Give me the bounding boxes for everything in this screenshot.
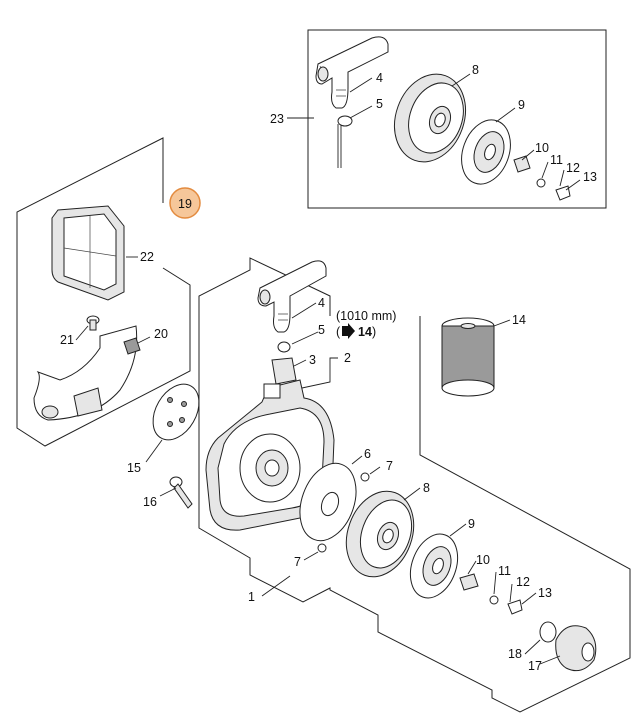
callout-19-highlighted[interactable]: 19 (169, 187, 201, 219)
pawl-disc-main (409, 533, 459, 599)
label-15: 15 (127, 461, 141, 475)
screw-21-part (86, 315, 100, 331)
handle-part-main (257, 260, 327, 333)
handle-part-top (315, 36, 389, 109)
parts-17-18 (539, 621, 597, 672)
gasket-15-part (152, 383, 200, 441)
rope-length-text: (1010 mm) (336, 309, 396, 323)
air-filter-part (51, 205, 125, 301)
label-19[interactable]: 19 (178, 197, 192, 211)
screw-7-upper (360, 472, 370, 482)
rope-stub-top (337, 115, 353, 168)
screw-7-lower (317, 543, 327, 553)
label-16: 16 (143, 495, 157, 509)
leader-lines (75, 73, 581, 665)
rope-ref-open: ( (336, 325, 341, 339)
small-parts-main (459, 573, 523, 615)
label-6: 6 (364, 447, 371, 461)
label-1: 1 (248, 590, 255, 604)
bolt-16-part (169, 476, 193, 509)
arrow-right-icon (342, 323, 355, 339)
label-13-main: 13 (538, 586, 552, 600)
label-9-top: 9 (518, 98, 525, 112)
label-22: 22 (140, 250, 154, 264)
label-20: 20 (154, 327, 168, 341)
label-11-top: 11 (550, 153, 563, 167)
label-5-top: 5 (376, 97, 383, 111)
label-4-top: 4 (376, 71, 383, 85)
rope-spool-14-part (441, 317, 495, 397)
filter-cover-part (33, 325, 141, 421)
callout-labels: 23 4 5 8 9 10 11 12 13 22 21 20 15 16 4 … (60, 63, 597, 673)
group-frame-1 (198, 257, 631, 713)
label-4-main: 4 (318, 296, 325, 310)
label-17: 17 (528, 659, 542, 673)
group-frame-19 (16, 137, 191, 447)
spring-disc-6-part (299, 462, 357, 542)
rope-ref-close: ) (372, 325, 376, 339)
highlight-circle[interactable] (169, 187, 201, 219)
label-18: 18 (508, 647, 522, 661)
group-frame-23 (307, 29, 607, 209)
label-9-main: 9 (468, 517, 475, 531)
rotor-part-top (394, 73, 466, 163)
label-8-main: 8 (423, 481, 430, 495)
grommet-part-main (271, 341, 297, 385)
label-12-main: 12 (516, 575, 530, 589)
starter-housing-part (205, 379, 335, 531)
label-21: 21 (60, 333, 74, 347)
pawl-disc-top (461, 119, 511, 185)
rope-length-note: (1010 mm) ( 14 ) (336, 309, 396, 339)
label-13-top: 13 (583, 170, 597, 184)
small-parts-top (513, 155, 571, 201)
rotor-part-main (345, 490, 415, 578)
label-8-top: 8 (472, 63, 479, 77)
label-7-lower: 7 (294, 555, 301, 569)
label-10-top: 10 (535, 141, 549, 155)
label-14: 14 (512, 313, 526, 327)
label-3: 3 (309, 353, 316, 367)
label-11-main: 11 (498, 564, 511, 578)
label-2: 2 (344, 351, 351, 365)
label-10-main: 10 (476, 553, 490, 567)
rope-ref-number: 14 (358, 325, 372, 339)
label-12-top: 12 (566, 161, 580, 175)
label-23: 23 (270, 112, 284, 126)
label-5-main: 5 (318, 323, 325, 337)
label-7-upper: 7 (386, 459, 393, 473)
